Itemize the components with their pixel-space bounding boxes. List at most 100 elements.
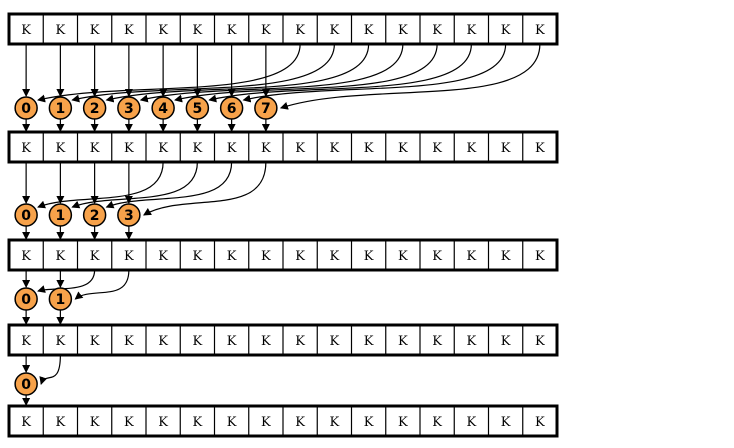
partner-arrow [105, 43, 370, 103]
node-circle [254, 96, 278, 120]
node-label: 2 [90, 208, 100, 224]
array-cell-label: K [56, 415, 66, 430]
array-cell-label: K [227, 141, 237, 156]
partner-arrow [37, 269, 96, 293]
array-cell-label: K [535, 23, 545, 38]
node-label: 0 [21, 377, 31, 393]
arrows-layer [22, 43, 541, 406]
array-cell-label: K [330, 141, 340, 156]
reduction-node: 2 [82, 96, 107, 120]
array-cell-label: K [535, 249, 545, 264]
array-cell-label: K [56, 249, 66, 264]
array-cell-label: K [90, 415, 100, 430]
node-label: 1 [56, 208, 66, 224]
node-circle [151, 96, 175, 120]
array-cell-label: K [21, 334, 31, 349]
array-cell-label: K [330, 415, 340, 430]
array-cell-label: K [227, 334, 237, 349]
partner-arrow [71, 161, 198, 209]
partner-arrow [208, 43, 472, 103]
array-cell-label: K [467, 334, 477, 349]
array-cell-label: K [501, 415, 511, 430]
array-cell-label: K [501, 334, 511, 349]
array-cell-label: K [535, 334, 545, 349]
partner-arrow [174, 43, 438, 103]
array-cell-label: K [21, 249, 31, 264]
array-cell-label: K [124, 249, 134, 264]
arrays-layer: K K K K K K K K K K K K K K K K K K K K K K K K K K K K K K K K K K K K K K K K… [7, 12, 559, 438]
array-cell-label: K [56, 141, 66, 156]
array-cell-label: K [261, 334, 271, 349]
array-cell-label: K [467, 249, 477, 264]
array-cell-label: K [158, 415, 168, 430]
node-label: 4 [158, 101, 168, 117]
partner-arrow [37, 161, 164, 209]
array-cell-label: K [21, 415, 31, 430]
array-cell-label: K [467, 23, 477, 38]
node-circle [185, 96, 210, 120]
array-cell-label: K [56, 334, 66, 349]
array-cell-label: K [90, 334, 100, 349]
array-cell-label: K [501, 249, 511, 264]
array-cell-label: K [295, 249, 305, 264]
array-cell-label: K [21, 23, 31, 38]
partner-arrow [279, 43, 541, 110]
array-cell-label: K [501, 23, 511, 38]
array-cell-label: K [158, 141, 168, 156]
array-cell-label: K [261, 415, 271, 430]
array-cell-label: K [193, 415, 203, 430]
reduction-node: 7 [254, 96, 278, 120]
partner-arrow [105, 161, 233, 209]
node-circle [117, 96, 141, 120]
node-circle [219, 96, 244, 120]
array-cell-label: K [158, 249, 168, 264]
partner-arrow [139, 43, 404, 103]
node-label: 2 [90, 101, 100, 117]
partner-arrow [37, 43, 301, 103]
array-cell-label: K [124, 141, 134, 156]
array-cell-label: K [398, 141, 408, 156]
array-cell-label: K [330, 249, 340, 264]
reduction-node: 1 [48, 96, 73, 120]
node-label: 6 [227, 101, 237, 117]
reduction-node: 1 [48, 287, 73, 311]
reduction-node: 0 [14, 203, 38, 227]
array-cell-label: K [398, 249, 408, 264]
array-cell-label: K [193, 334, 203, 349]
partner-arrow [242, 43, 507, 103]
array-cell-label: K [432, 249, 442, 264]
reduction-node: 3 [117, 96, 141, 120]
array-cell-label: K [90, 23, 100, 38]
array-cell-label: K [227, 415, 237, 430]
array-cell-label: K [535, 415, 545, 430]
reduction-node: 1 [48, 203, 73, 227]
node-circle [48, 287, 73, 311]
node-label: 0 [21, 208, 31, 224]
node-circle [48, 203, 73, 227]
node-label: 7 [261, 101, 271, 117]
node-label: 1 [56, 101, 66, 117]
reduction-node: 0 [14, 372, 38, 396]
array-cell-label: K [124, 334, 134, 349]
array-cell-label: K [124, 415, 134, 430]
node-circle [117, 203, 141, 227]
node-circle [82, 203, 107, 227]
reduction-node: 0 [14, 96, 38, 120]
array-cell-label: K [261, 23, 271, 38]
partner-arrow [74, 269, 130, 300]
array-cell-label: K [432, 415, 442, 430]
array-cell-label: K [227, 249, 237, 264]
array-cell-label: K [330, 334, 340, 349]
array-cell-label: K [364, 141, 374, 156]
reduction-node: 2 [82, 203, 107, 227]
reduction-node: 6 [219, 96, 244, 120]
array-cell-label: K [193, 141, 203, 156]
array-cell-label: K [21, 141, 31, 156]
node-label: 3 [124, 208, 134, 224]
array-cell-label: K [467, 141, 477, 156]
